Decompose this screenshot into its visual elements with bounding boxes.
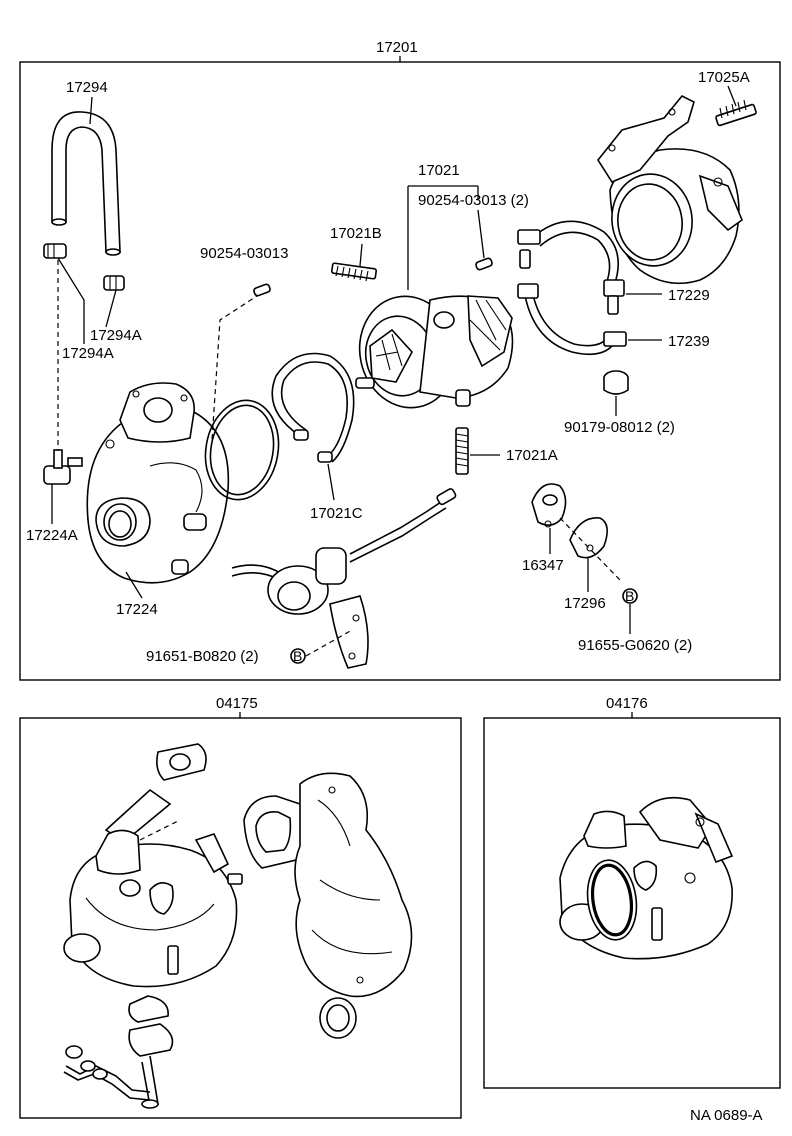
drawing-code: NA 0689-A <box>690 1107 763 1124</box>
pin-90254-03013 <box>253 283 271 297</box>
kit-04176-illustration <box>559 796 734 960</box>
label-17021C: 17021C <box>310 505 363 522</box>
label-17296: 17296 <box>564 595 606 612</box>
stud-17025A <box>715 99 757 127</box>
label-91655-G0620: 91655-G0620 (2) <box>578 637 692 654</box>
marker-b-left-text: B <box>293 648 302 664</box>
hose-17294 <box>51 111 121 256</box>
label-17021A: 17021A <box>506 447 558 464</box>
clamp-17239 <box>517 283 627 356</box>
marker-b-right <box>622 588 638 604</box>
union-fitting-17224A <box>43 449 83 485</box>
label-17224A: 17224A <box>26 527 78 544</box>
label-90254-03013-2: 90254-03013 (2) <box>418 192 529 209</box>
marker-b-right-text: B <box>625 588 634 604</box>
label-91651-B0820: 91651-B0820 (2) <box>146 648 259 665</box>
nut-90179-08012 <box>603 370 629 395</box>
gasket-ring <box>204 399 280 501</box>
label-17025A: 17025A <box>698 69 750 86</box>
label-17224: 17224 <box>116 601 158 618</box>
label-17229: 17229 <box>668 287 710 304</box>
stud-17021B <box>330 262 378 282</box>
kit-04175-illustration <box>63 743 413 1109</box>
wastegate-actuator <box>231 488 457 669</box>
label-16347: 16347 <box>522 557 564 574</box>
marker-b-left <box>290 648 306 664</box>
turbine-housing-17224 <box>86 382 230 584</box>
label-17021B: 17021B <box>330 225 382 242</box>
label-17021: 17021 <box>418 162 460 179</box>
center-cartridge-17021 <box>355 295 514 409</box>
label-17294A-a: 17294A <box>90 327 142 344</box>
kit-04176-number: 04176 <box>606 695 648 712</box>
label-17294: 17294 <box>66 79 108 96</box>
label-90179-08012: 90179-08012 (2) <box>564 419 675 436</box>
pin-90254-03013-cartridge <box>475 257 493 271</box>
clip-17294A-left <box>43 243 67 259</box>
stud-17021A <box>455 427 469 475</box>
clip-17294A-right <box>103 275 125 291</box>
assembly-number: 17201 <box>376 39 418 56</box>
plate-17296 <box>569 517 608 559</box>
label-17294A-b: 17294A <box>62 345 114 362</box>
label-90254-03013: 90254-03013 <box>200 245 288 262</box>
kit-04175-number: 04175 <box>216 695 258 712</box>
gasket-16347 <box>531 483 567 528</box>
snap-ring-17021C <box>271 352 355 463</box>
label-17239: 17239 <box>668 333 710 350</box>
compressor-housing <box>597 94 743 285</box>
clamp-bolt <box>519 249 619 315</box>
clamp-17229 <box>517 220 625 297</box>
